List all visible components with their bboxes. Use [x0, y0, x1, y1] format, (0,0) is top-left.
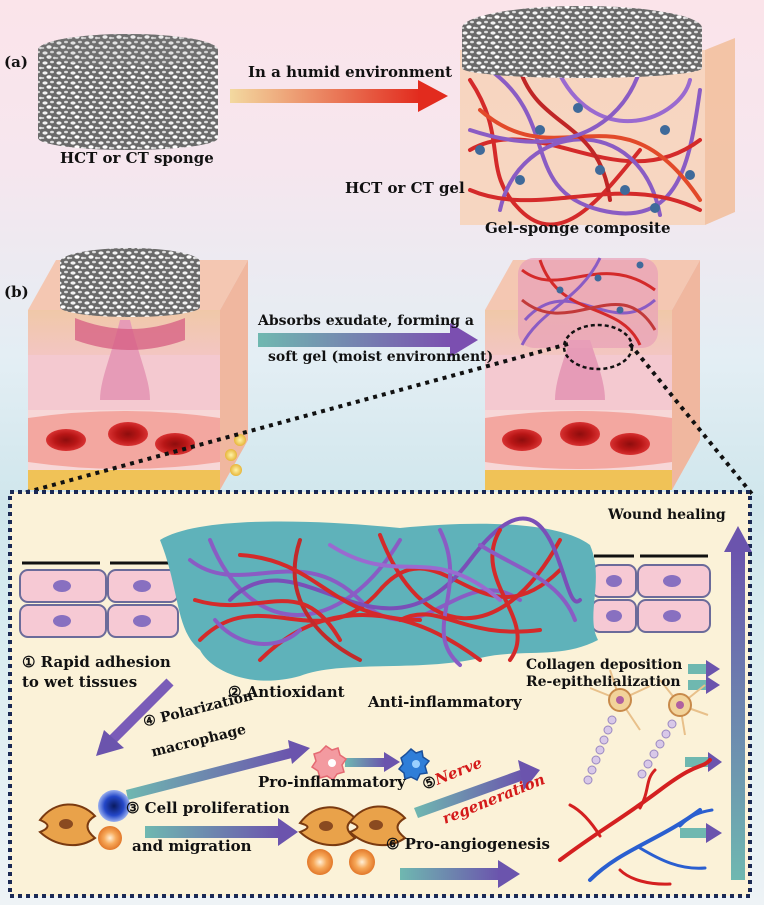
blood-vessels	[558, 758, 714, 886]
anti-inflammatory-label: Anti-inflammatory	[368, 693, 522, 711]
epithelial-cells-left	[19, 561, 179, 638]
epithelial-cells-right	[591, 554, 711, 633]
angiogenesis-label: ⑥ Pro-angiogenesis	[386, 835, 550, 853]
angiogenesis-arrow	[400, 860, 520, 888]
antioxidant-label: ② Antioxidant	[228, 683, 345, 701]
composite-label: Gel-sponge composite	[485, 219, 671, 237]
collagen-label: Collagen deposition	[526, 657, 683, 673]
panel-b-label: (b)	[4, 283, 29, 301]
gel-fiber-network	[160, 516, 598, 681]
neurons	[583, 669, 709, 785]
wound-healing-arrow	[724, 526, 752, 880]
fibroblast-cells	[38, 803, 407, 847]
rapid-adhesion-label-1: ① Rapid adhesion	[22, 653, 171, 671]
exudate-label-line1: Absorbs exudate, forming a	[258, 313, 474, 329]
exudate-label-line2: soft gel (moist environment)	[268, 349, 494, 365]
anti-inflammatory-arrow	[345, 752, 400, 772]
cell-migration-arrow	[145, 818, 298, 846]
wound-healing-label: Wound healing	[608, 507, 726, 523]
sponge-label: HCT or CT sponge	[60, 149, 214, 167]
gel-in-wound	[518, 257, 658, 371]
sponge-on-wound	[60, 248, 200, 350]
pro-inflammatory-label: Pro-inflammatory	[258, 773, 406, 791]
humid-arrow-label: In a humid environment	[248, 63, 453, 81]
exudate-arrow	[258, 323, 478, 357]
collagen-arrows	[680, 660, 722, 843]
macrophage-cell	[98, 790, 130, 822]
panel-a-label: (a)	[4, 53, 28, 71]
gel-sponge-composite	[460, 6, 735, 227]
pro-inflammatory-cell	[310, 745, 348, 782]
anti-inflammatory-cell	[397, 747, 431, 782]
adhesion-arrow	[96, 678, 174, 756]
reepithelialization-label: Re-epithelialization	[526, 674, 681, 690]
cell-proliferation-label-2: and migration	[132, 837, 252, 855]
rapid-adhesion-label-2: to wet tissues	[22, 673, 138, 691]
nerve-arrow	[414, 760, 540, 818]
gel-label: HCT or CT gel	[345, 179, 465, 197]
stem-cells	[98, 826, 375, 875]
cell-proliferation-label-1: ③ Cell proliferation	[126, 799, 290, 817]
hct-ct-sponge	[38, 34, 218, 150]
humid-arrow	[230, 80, 448, 112]
polarization-arrow	[126, 740, 310, 800]
